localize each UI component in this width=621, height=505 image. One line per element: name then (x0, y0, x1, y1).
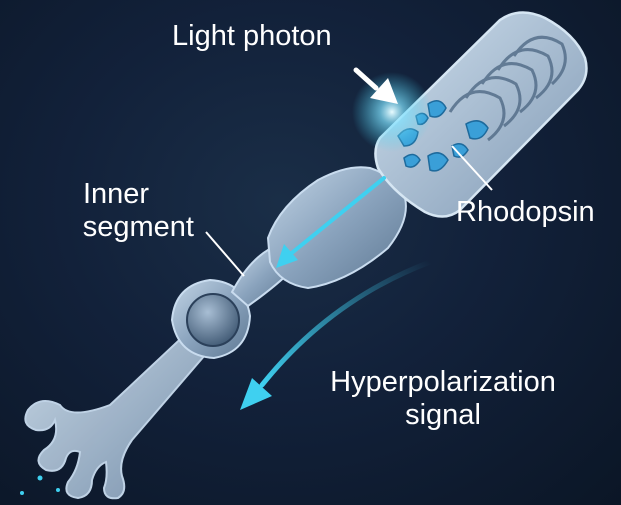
inner-segment-label: Inner segment (44, 178, 194, 244)
inner-segment-label-line1: Inner (38, 178, 194, 211)
light-photon-label: Light photon (172, 20, 332, 53)
hyperpolarization-arrowhead (240, 378, 272, 410)
photon-glow (352, 72, 432, 152)
hyperpolarization-label: Hyperpolarization signal (308, 366, 578, 432)
inner-segment-leader (206, 232, 244, 276)
hyperpolarization-label-line2: signal (308, 399, 578, 432)
synapse-glints (20, 476, 60, 496)
nucleus (187, 294, 239, 346)
synaptic-terminal (25, 330, 205, 498)
rhodopsin-label: Rhodopsin (456, 196, 595, 229)
inner-segment-label-line2: segment (44, 211, 194, 244)
hyperpolarization-label-line1: Hyperpolarization (308, 366, 578, 399)
inner-segment (268, 167, 406, 288)
